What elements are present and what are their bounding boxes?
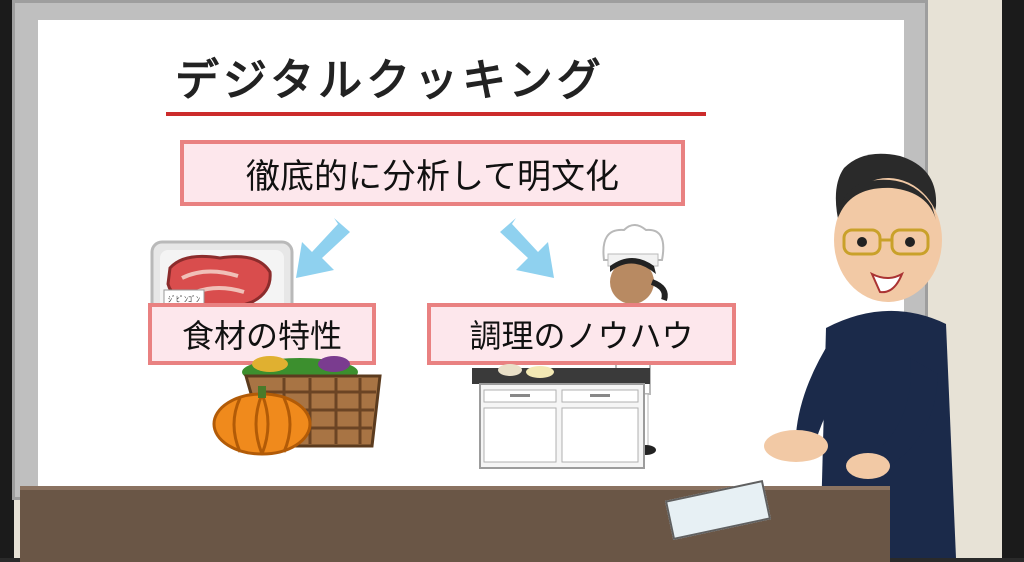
slide-title: デジタルクッキング	[175, 55, 605, 106]
cooking-knowhow-box: 調理のノウハウ	[427, 303, 736, 365]
kitchen-counter-icon	[472, 364, 650, 469]
ingredient-properties-label: 食材の特性	[181, 317, 342, 355]
left-frame	[0, 0, 14, 558]
cooking-knowhow-label: 調理のノウハウ	[469, 317, 694, 355]
meat-label: ｼﾞﾋﾟﾝｺﾞﾝ	[168, 295, 200, 304]
main-concept-box: 徹底的に分析して明文化	[180, 140, 685, 206]
arrow-down-icon	[500, 218, 554, 278]
main-concept-label: 徹底的に分析して明文化	[246, 156, 619, 197]
ingredient-properties-box: 食材の特性	[148, 303, 376, 365]
right-frame	[1002, 0, 1024, 558]
arrow-down-icon	[296, 218, 350, 278]
pumpkin-icon	[212, 386, 312, 456]
title-underline	[166, 112, 706, 116]
